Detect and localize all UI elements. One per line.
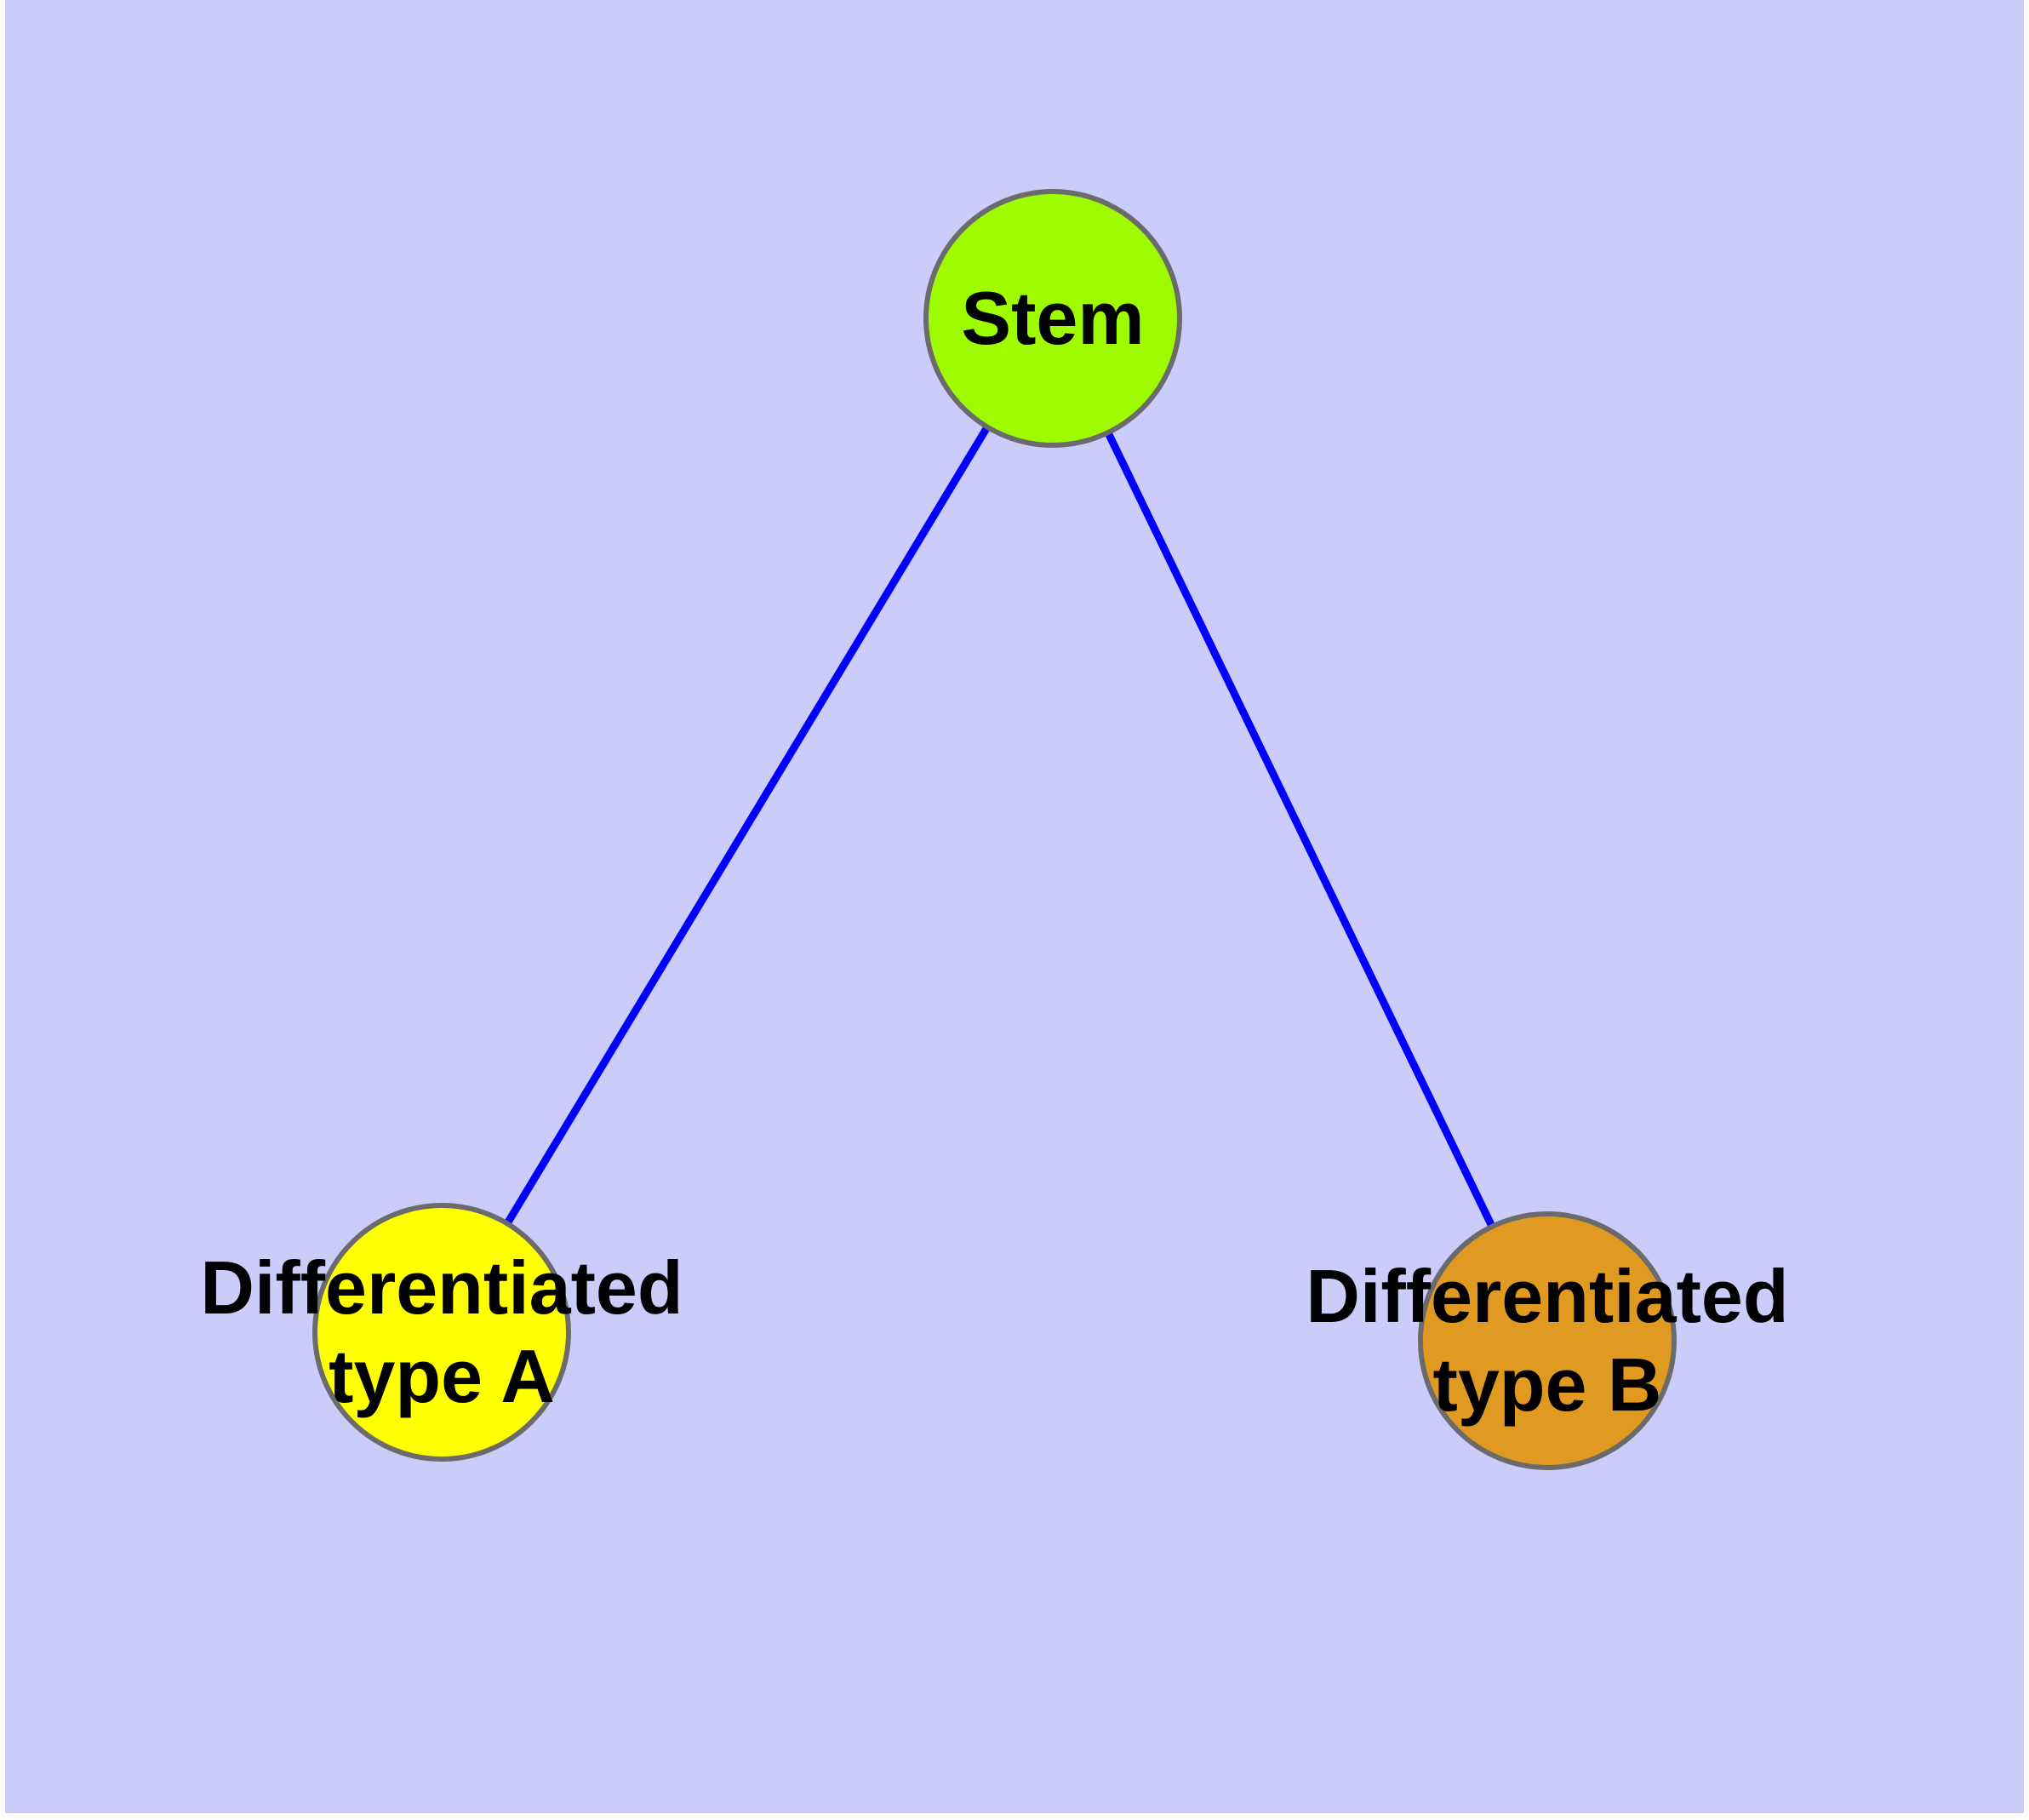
edge-layer bbox=[501, 421, 1498, 1233]
node-diff_a[interactable] bbox=[312, 1203, 571, 1462]
edge-stem-diff-b[interactable] bbox=[1102, 426, 1498, 1233]
edge-stem-diff-a[interactable] bbox=[501, 421, 993, 1229]
node-layer bbox=[312, 189, 1677, 1470]
node-stem[interactable] bbox=[923, 189, 1182, 448]
node-diff_b[interactable] bbox=[1418, 1211, 1677, 1470]
